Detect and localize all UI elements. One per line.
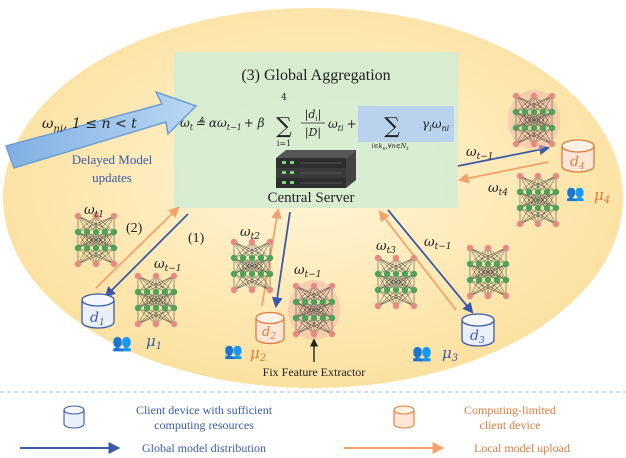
download-arrow-4	[457, 144, 551, 167]
legend: Client device with sufficient computing …	[20, 403, 570, 455]
flow-arrows	[95, 144, 551, 314]
delayed-omega-label: ωni, 1 ≤ n < t	[42, 116, 137, 135]
title: (3) Global Aggregation	[241, 67, 390, 84]
download-arrow-2	[271, 211, 291, 309]
client-4-device	[561, 139, 595, 173]
neural-network-icon	[74, 212, 118, 268]
client-2-device	[255, 311, 285, 345]
client-2-upload-label: ωt2	[240, 225, 260, 242]
client-3-dataset-label: d3	[470, 328, 485, 346]
svg-text:|D|: |D|	[305, 126, 321, 140]
download-arrow-3	[387, 209, 474, 314]
svg-text:i∈kn,∀n∈Nt: i∈kn,∀n∈Nt	[372, 142, 410, 152]
client-3-upload-label: ωt3	[376, 239, 396, 256]
client-1-device	[81, 293, 115, 329]
svg-text:ωti+: ωti+	[328, 117, 357, 133]
svg-text:i=1: i=1	[277, 139, 291, 148]
neural-network-icon	[516, 172, 560, 228]
legend-global-label: Global model distribution	[142, 441, 266, 455]
client-1-mu-label: μ1	[146, 332, 162, 352]
download-arrow-1	[104, 213, 189, 298]
client-4-dataset-label: d4	[570, 154, 585, 172]
legend-sufficient-line1: Client device with sufficient	[136, 403, 273, 417]
client-1-download-label: ωt−1	[154, 257, 182, 274]
client-1-dataset-label: d1	[90, 310, 105, 328]
client-2-download-label: ωt−1	[294, 263, 322, 280]
client-4-upload-label: ωt4	[488, 181, 508, 198]
client-3-users-icon: 👥	[412, 345, 432, 362]
svg-text:4: 4	[281, 93, 287, 103]
client-2-dataset-label: d2	[262, 325, 276, 342]
upload-arrow-4	[457, 161, 549, 184]
legend-limited-icon	[393, 405, 415, 429]
upload-arrow-3	[378, 210, 457, 311]
legend-limited-line1: Computing-limited	[464, 403, 556, 417]
delayed-caption-line2: updates	[92, 170, 132, 185]
client-4-users-icon: 👥	[566, 186, 585, 202]
legend-sufficient-line2: computing resources	[154, 418, 254, 432]
step-label-1: (1)	[188, 231, 205, 246]
delayed-updates-arrow	[5, 90, 198, 169]
svg-text:ωt≜ αωt−1+ β: ωt≜ αωt−1+ β	[180, 116, 265, 132]
client-1-users-icon: 👥	[112, 335, 132, 352]
delayed-caption-line1: Delayed Model	[72, 152, 153, 167]
server-rack-icon	[276, 150, 356, 188]
upload-arrow-1	[95, 206, 180, 289]
svg-text:γiωni: γiωni	[422, 117, 450, 133]
client-4-download-label: ωt−1	[466, 145, 494, 162]
server-label: Central Server	[267, 190, 354, 206]
legend-sufficient-icon	[63, 405, 85, 429]
fix-feature-label: Fix Feature Extractor	[263, 365, 366, 379]
client-2-users-icon: 👥	[224, 344, 243, 360]
sum-highlight	[358, 106, 454, 142]
neural-network-icon	[230, 238, 274, 294]
neural-network-icons	[74, 90, 560, 340]
neural-network-icon	[288, 280, 340, 340]
client-3-download-label: ωt−1	[424, 235, 452, 252]
client-3-mu-label: μ3	[442, 344, 458, 364]
step-label-2: (2)	[126, 221, 143, 236]
neural-network-icon	[374, 254, 418, 310]
svg-text:∑: ∑	[384, 114, 400, 139]
client-4-mu-label: μ4	[594, 186, 610, 206]
client-3-device	[461, 313, 495, 347]
svg-text:|di|: |di|	[305, 108, 322, 123]
client-1-upload-label: ωt1	[84, 203, 104, 220]
neural-network-icon	[466, 244, 510, 300]
aggregation-formula: ωt≜ αωt−1+ β 4 ∑ i=1 |di| |D| ωti+ ∑ i∈k…	[180, 93, 450, 152]
legend-local-label: Local model upload	[474, 441, 570, 455]
legend-limited-line2: client device	[480, 418, 541, 432]
client-2-mu-label: μ2	[250, 344, 266, 364]
neural-network-icon	[134, 272, 178, 328]
neural-network-icon	[508, 90, 560, 150]
svg-text:∑: ∑	[276, 114, 292, 139]
